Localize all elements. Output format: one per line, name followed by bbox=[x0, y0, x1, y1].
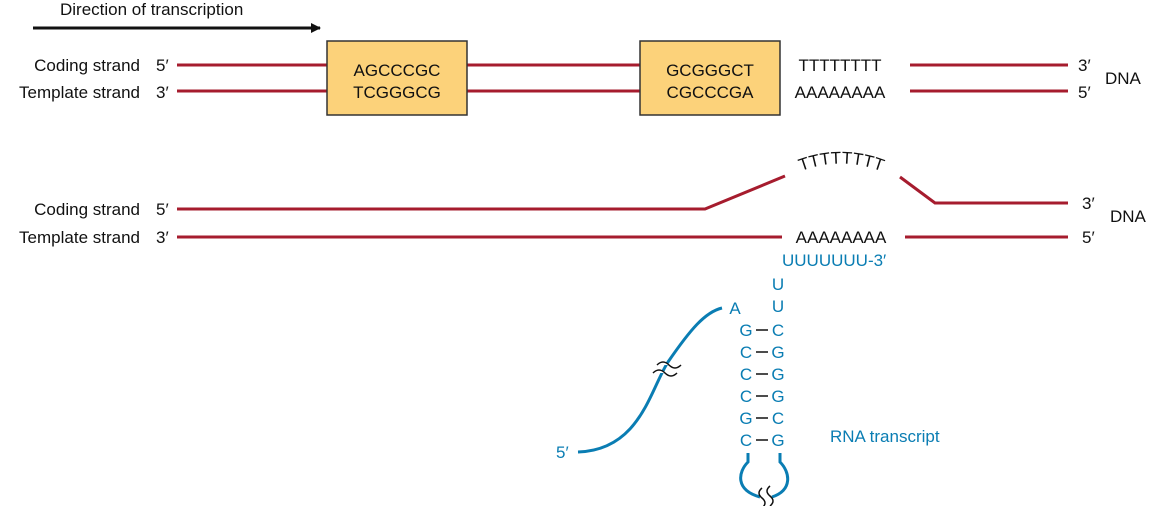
box1-coding: AGCCCGC bbox=[354, 61, 441, 80]
pair-right-base: C bbox=[772, 321, 784, 340]
pair-left-base: G bbox=[739, 321, 752, 340]
a-run: AAAAAAAA bbox=[795, 83, 886, 102]
rna-transcript-label: RNA transcript bbox=[830, 427, 940, 446]
coding-strand-label: Coding strand bbox=[34, 56, 140, 75]
t-run-text: TTTTTTTT bbox=[796, 148, 887, 175]
pair-right-base: G bbox=[771, 365, 784, 384]
template-5-end: 5′ bbox=[1078, 83, 1091, 102]
sequence-box-2 bbox=[639, 40, 781, 116]
coding-5-end: 5′ bbox=[156, 56, 169, 75]
rna-5-end: 5′ bbox=[556, 443, 569, 462]
dna-label: DNA bbox=[1105, 69, 1142, 88]
rna-5-strand bbox=[577, 306, 723, 454]
coding-strand-line bbox=[177, 174, 1068, 211]
template-3-end: 3′ bbox=[156, 83, 169, 102]
coding-5-end: 5′ bbox=[156, 200, 169, 219]
template-5-end: 5′ bbox=[1082, 228, 1095, 247]
coding-3-end: 3′ bbox=[1082, 194, 1095, 213]
box2-template: CGCCCGA bbox=[667, 83, 755, 102]
pair-left-base: C bbox=[740, 431, 752, 450]
rna-stem-u1: U bbox=[772, 275, 784, 294]
pair-left-base: C bbox=[740, 387, 752, 406]
t-run: TTTTTTTT bbox=[798, 56, 881, 75]
t-run-arched: TTTTTTTT bbox=[796, 148, 887, 175]
box1-template: TCGGGCG bbox=[353, 83, 441, 102]
pair-right-base: G bbox=[771, 431, 784, 450]
a-run: AAAAAAAA bbox=[796, 228, 887, 247]
template-strand-label: Template strand bbox=[19, 83, 140, 102]
sequence-box-1 bbox=[326, 40, 468, 116]
pair-left-base: C bbox=[740, 365, 752, 384]
rna-u-tail: UUUUUUU-3′ bbox=[782, 251, 886, 270]
break-icon bbox=[652, 361, 682, 377]
hairpin-loop bbox=[739, 453, 790, 499]
template-strand-label: Template strand bbox=[19, 228, 140, 247]
pair-left-base: C bbox=[740, 343, 752, 362]
loop-break-icon bbox=[758, 485, 774, 506]
pair-left-base: G bbox=[739, 409, 752, 428]
direction-label: Direction of transcription bbox=[60, 0, 243, 19]
pair-right-base: G bbox=[771, 387, 784, 406]
rna-a-base: A bbox=[729, 299, 741, 318]
top-dna: Coding strand 5′ Template strand 3′ AGCC… bbox=[19, 40, 1142, 116]
rna-stem-u2: U bbox=[772, 297, 784, 316]
pair-right-base: G bbox=[771, 343, 784, 362]
coding-strand-label: Coding strand bbox=[34, 200, 140, 219]
template-3-end: 3′ bbox=[156, 228, 169, 247]
box2-coding: GCGGGCT bbox=[666, 61, 754, 80]
pair-right-base: C bbox=[772, 409, 784, 428]
bottom-dna: Coding strand 5′ Template strand 3′ TTTT… bbox=[19, 148, 1147, 247]
dna-label: DNA bbox=[1110, 207, 1147, 226]
coding-3-end: 3′ bbox=[1078, 56, 1091, 75]
